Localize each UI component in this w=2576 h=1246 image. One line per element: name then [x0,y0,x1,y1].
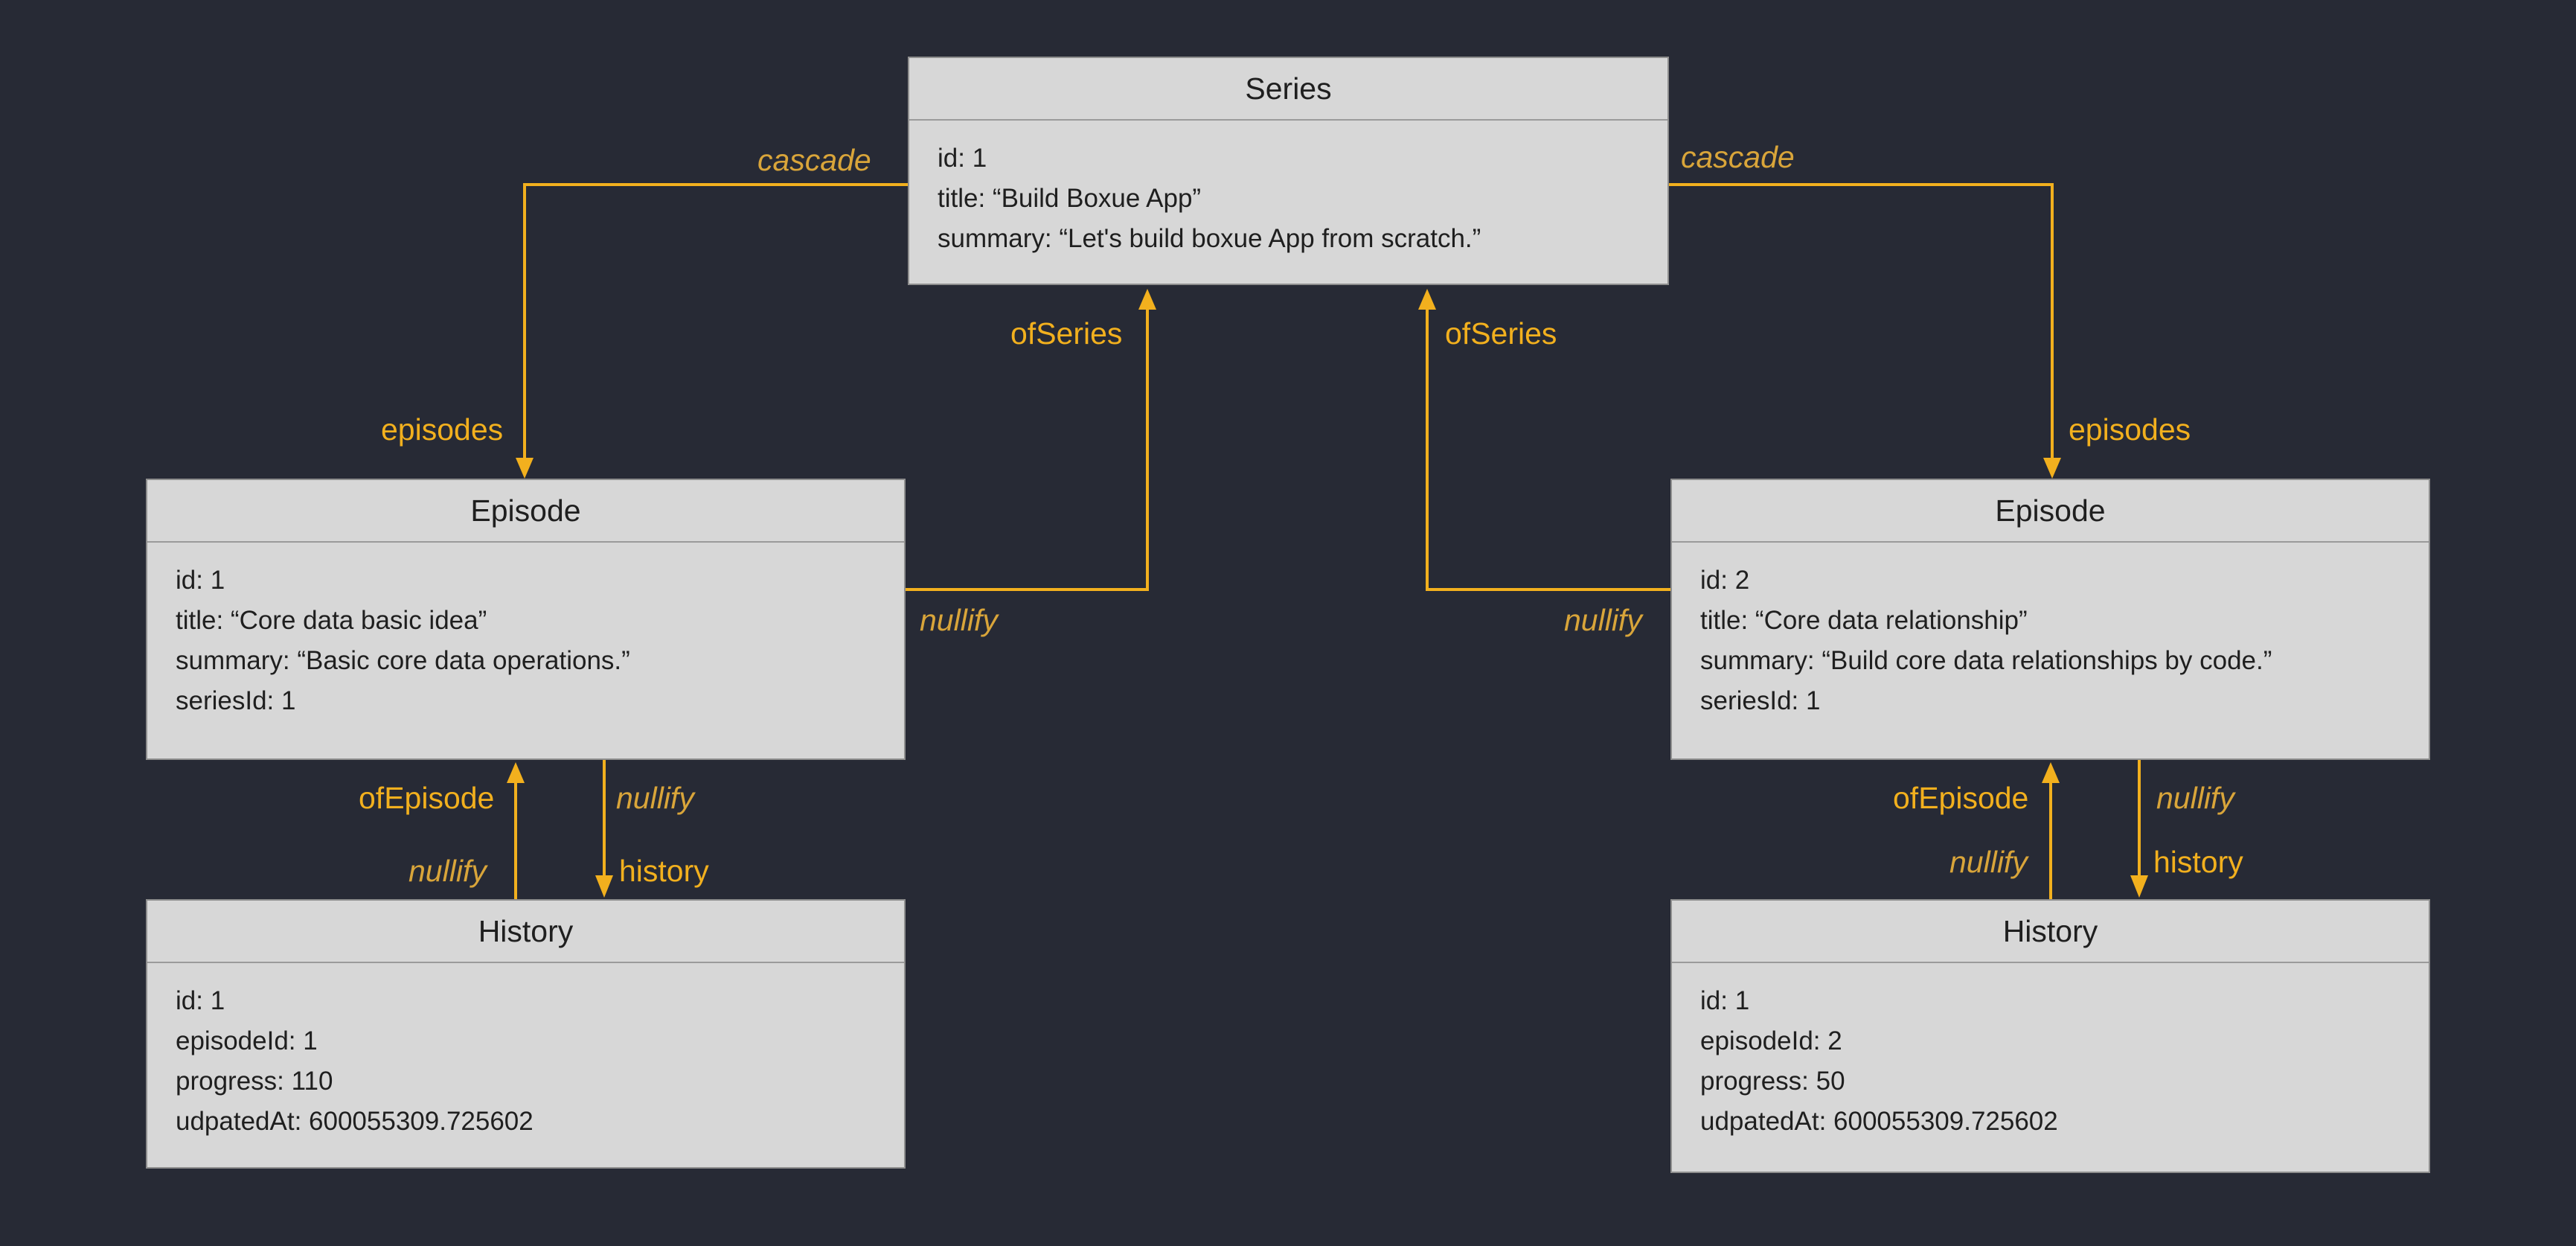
entity-field: title: “Core data relationship” [1700,606,2028,635]
history-label-left: history [619,854,709,888]
arrowhead-ofseries-right [1418,289,1436,310]
arrowhead-ofepisode-right [2042,762,2060,783]
entity-field: episodeId: 2 [1700,1026,1842,1055]
entity-title: Series [909,58,1667,121]
entity-field: id: 1 [938,144,987,173]
ofseries-right-line [1426,307,1670,591]
arrowhead-ofseries-left [1138,289,1156,310]
cascade-left-line [523,183,908,461]
ofseries-left-line [906,307,1149,591]
nullify-label-history-up-left: nullify [408,854,487,888]
entity-title: History [147,901,904,963]
ofseries-label-left: ofSeries [1010,316,1123,351]
entity-field: summary: “Build core data relationships … [1700,646,2272,675]
entity-title: Episode [147,480,904,543]
entity-title: History [1672,901,2429,963]
entity-field: summary: “Basic core data operations.” [176,646,630,675]
nullify-label-series-right: nullify [1564,603,1642,637]
entity-field: seriesId: 1 [176,686,296,715]
entity-field: udpatedAt: 600055309.725602 [1700,1107,2058,1136]
entity-field: episodeId: 1 [176,1026,318,1055]
entity-field: id: 1 [1700,986,1750,1015]
arrowhead-episodes-left [516,458,534,479]
entity-field: title: “Core data basic idea” [176,606,487,635]
ofepisode-label-right: ofEpisode [1893,781,2029,815]
entity-field: udpatedAt: 600055309.725602 [176,1107,534,1136]
episode-entity-right: Episode id: 2 title: “Core data relation… [1670,479,2430,760]
history-entity-left: History id: 1 episodeId: 1 progress: 110… [146,899,906,1169]
entity-field: title: “Build Boxue App” [938,184,1202,213]
cascade-right-line [1667,183,2054,461]
episodes-label-right: episodes [2069,412,2191,447]
entity-field: id: 1 [176,566,225,595]
cascade-label-right: cascade [1681,140,1795,174]
entity-field: seriesId: 1 [1700,686,1821,715]
entity-title: Episode [1672,480,2429,543]
episodes-label-left: episodes [381,412,504,447]
arrowhead-history-right [2130,875,2148,898]
nullify-label-history-up-right: nullify [1949,845,2028,879]
entity-field: id: 1 [176,986,225,1015]
nullify-label-series-left: nullify [920,603,998,637]
history-entity-right: History id: 1 episodeId: 2 progress: 50 … [1670,899,2430,1173]
arrowhead-ofepisode-left [507,762,525,783]
arrowhead-history-left [595,875,613,898]
series-entity: Series id: 1 title: “Build Boxue App” su… [908,57,1669,285]
ofepisode-label-left: ofEpisode [359,781,495,815]
history-label-right: history [2153,845,2243,879]
entity-field: progress: 110 [176,1067,333,1096]
entity-field: progress: 50 [1700,1067,1845,1096]
nullify-label-history-down-right: nullify [2156,781,2234,815]
cascade-label-left: cascade [757,143,871,177]
nullify-label-history-down-left: nullify [616,781,694,815]
entity-field: summary: “Let's build boxue App from scr… [938,224,1481,253]
arrowhead-episodes-right [2043,458,2061,479]
ofseries-label-right: ofSeries [1445,316,1557,351]
entity-field: id: 2 [1700,566,1750,595]
episode-entity-left: Episode id: 1 title: “Core data basic id… [146,479,906,760]
